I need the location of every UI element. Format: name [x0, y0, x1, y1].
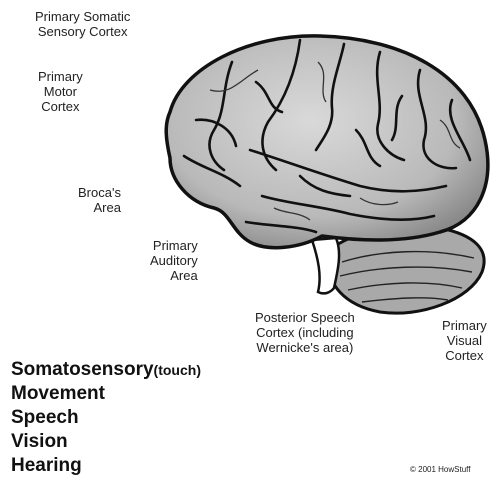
- label-posterior-speech-cortex: Posterior Speech Cortex (including Werni…: [255, 310, 355, 355]
- label-primary-somatic-sensory-cortex: Primary Somatic Sensory Cortex: [35, 9, 130, 39]
- legend-touch: (touch): [154, 362, 201, 378]
- legend-speech: Speech: [11, 406, 201, 430]
- cerebrum: [166, 36, 488, 248]
- label-primary-auditory-area: Primary Auditory Area: [150, 238, 198, 283]
- function-legend: Somatosensory(touch) Movement Speech Vis…: [11, 358, 201, 478]
- label-primary-visual-cortex: Primary Visual Cortex: [442, 318, 487, 363]
- legend-vision: Vision: [11, 430, 201, 454]
- copyright-notice: © 2001 HowStuff: [410, 465, 470, 474]
- label-brocas-area: Broca's Area: [78, 185, 121, 215]
- legend-movement: Movement: [11, 382, 201, 406]
- label-primary-motor-cortex: Primary Motor Cortex: [38, 69, 83, 114]
- legend-hearing: Hearing: [11, 454, 201, 478]
- brain-stem: [312, 238, 339, 293]
- legend-somatosensory: Somatosensory(touch): [11, 358, 201, 382]
